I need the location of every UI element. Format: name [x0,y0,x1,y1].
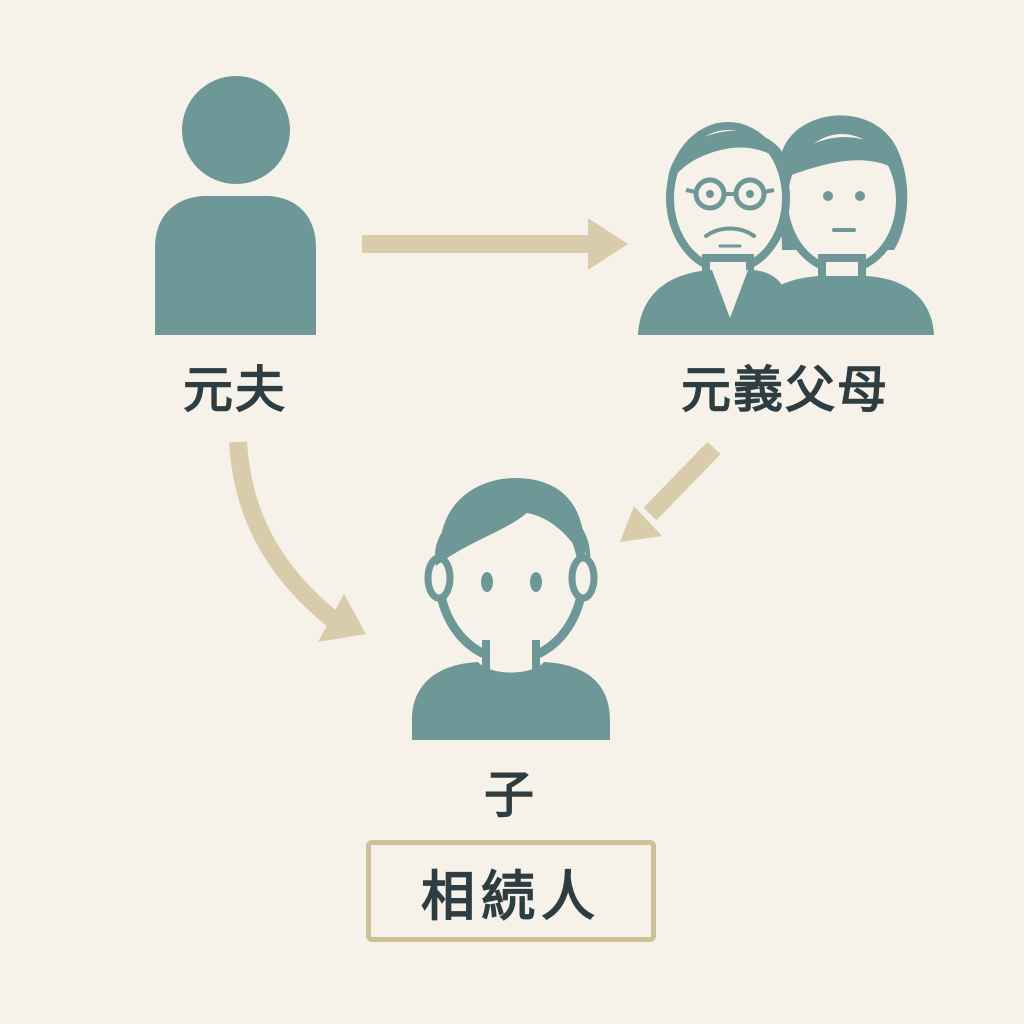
arrow-ex-inlaws-to-child [620,441,721,542]
elderly-couple-icon [638,115,934,335]
ex-husband-label: 元夫 [183,361,287,419]
heir-box: 相続人 [366,840,656,942]
ex-inlaws-label: 元義父母 [681,361,889,419]
child-label: 子 [484,766,536,824]
child-icon [412,478,610,740]
heir-label: 相続人 [421,864,601,928]
arrow-ex-husband-to-ex-inlaws [362,218,628,270]
person-icon [155,76,316,335]
arrow-ex-husband-to-child [229,441,366,642]
